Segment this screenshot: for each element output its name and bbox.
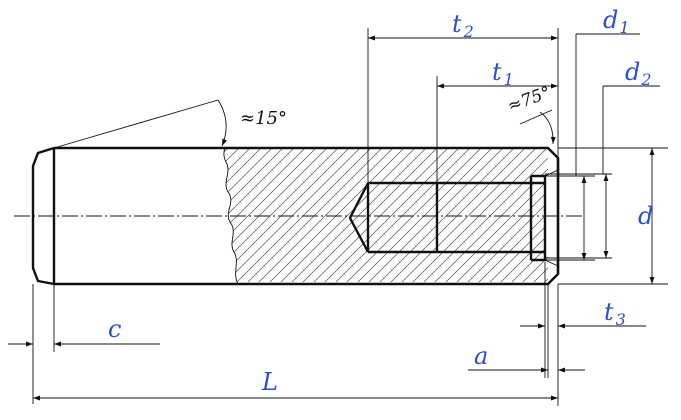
hatch-line bbox=[0, 140, 115, 290]
hatch-line bbox=[64, 140, 214, 290]
hatch-line bbox=[261, 148, 413, 282]
svg-text:t3: t3 bbox=[604, 298, 626, 329]
section-hatching bbox=[0, 140, 681, 290]
hatch-line bbox=[393, 148, 545, 282]
L-label: L bbox=[261, 368, 278, 396]
hatch-line bbox=[0, 140, 148, 290]
hatch-line bbox=[514, 148, 553, 282]
hatch-line bbox=[272, 148, 424, 282]
svg-text:t1: t1 bbox=[492, 58, 514, 89]
t2-label: t bbox=[452, 10, 462, 38]
hatch-line bbox=[570, 140, 681, 290]
hatch-line bbox=[459, 148, 553, 282]
hatch-line bbox=[42, 140, 192, 290]
d1-label: d bbox=[603, 6, 618, 34]
hatch-line bbox=[223, 148, 314, 282]
hatch-line bbox=[448, 148, 553, 282]
angle-15-annotation: ≈15° bbox=[53, 99, 287, 149]
t1-label: t bbox=[492, 58, 502, 86]
dim-d2: d2 bbox=[545, 58, 660, 259]
hatch-line bbox=[223, 148, 248, 282]
hatch-line bbox=[223, 148, 292, 282]
hatch-line bbox=[338, 148, 490, 282]
hatch-line bbox=[371, 148, 523, 282]
hatch-line bbox=[0, 140, 126, 290]
hatch-line bbox=[316, 148, 468, 282]
hatch-line bbox=[0, 140, 137, 290]
dim-d: d bbox=[558, 147, 668, 285]
hatch-line bbox=[53, 140, 203, 290]
hatch-line bbox=[437, 148, 553, 282]
a-label: a bbox=[474, 342, 488, 370]
hatch-line bbox=[250, 148, 402, 282]
d2-subscript: 2 bbox=[640, 70, 651, 89]
hatch-line bbox=[283, 148, 435, 282]
hatch-line bbox=[0, 140, 82, 290]
dim-c: c bbox=[8, 284, 160, 404]
hatch-line bbox=[503, 148, 553, 282]
t3-label: t bbox=[604, 298, 614, 326]
hatch-line bbox=[223, 148, 347, 282]
dim-d1: d1 bbox=[545, 6, 640, 261]
d-label: d bbox=[638, 202, 653, 230]
angle-75-annotation: ≈75° bbox=[505, 83, 556, 145]
threaded-bore bbox=[348, 169, 559, 267]
hatch-line bbox=[382, 148, 534, 282]
d2-label: d bbox=[625, 58, 640, 86]
hatch-line bbox=[415, 148, 553, 282]
angle-15-label: ≈15° bbox=[240, 108, 287, 129]
break-line bbox=[223, 147, 239, 285]
hatch-line bbox=[294, 148, 446, 282]
hatch-line bbox=[223, 148, 303, 282]
hatch-line bbox=[223, 148, 270, 282]
hatch-line bbox=[481, 148, 553, 282]
hatch-line bbox=[305, 148, 457, 282]
svg-text:d1: d1 bbox=[603, 6, 630, 37]
hatch-line bbox=[223, 148, 226, 282]
hatch-line bbox=[228, 148, 380, 282]
t3-subscript: 3 bbox=[616, 310, 626, 329]
hatch-line bbox=[581, 140, 681, 290]
hatch-line bbox=[223, 148, 336, 282]
hatch-line bbox=[223, 148, 358, 282]
t1-subscript: 1 bbox=[504, 70, 514, 89]
hatch-line bbox=[9, 140, 159, 290]
svg-text:d2: d2 bbox=[625, 58, 652, 89]
hatch-line bbox=[327, 148, 479, 282]
hatch-line bbox=[426, 148, 553, 282]
hatch-line bbox=[492, 148, 553, 282]
hatch-line bbox=[0, 140, 104, 290]
hatch-line bbox=[223, 148, 325, 282]
hatch-line bbox=[592, 140, 681, 290]
hatch-line bbox=[525, 148, 553, 282]
hatch-line bbox=[0, 140, 60, 290]
hatch-line bbox=[223, 148, 369, 282]
hatch-line bbox=[547, 148, 553, 282]
hatch-line bbox=[223, 148, 259, 282]
hatch-line bbox=[223, 148, 237, 282]
hatch-line bbox=[0, 140, 93, 290]
hatch-line bbox=[239, 148, 391, 282]
hatch-line bbox=[223, 148, 281, 282]
dim-a: a bbox=[468, 284, 585, 378]
t2-subscript: 2 bbox=[463, 22, 474, 41]
d1-subscript: 1 bbox=[619, 18, 629, 37]
hatch-line bbox=[404, 148, 553, 282]
hatch-line bbox=[349, 148, 501, 282]
hatch-line bbox=[20, 140, 170, 290]
hatch-line bbox=[559, 140, 681, 290]
dim-L: L bbox=[33, 368, 559, 406]
c-label: c bbox=[108, 315, 121, 343]
svg-text:t2: t2 bbox=[452, 10, 474, 41]
